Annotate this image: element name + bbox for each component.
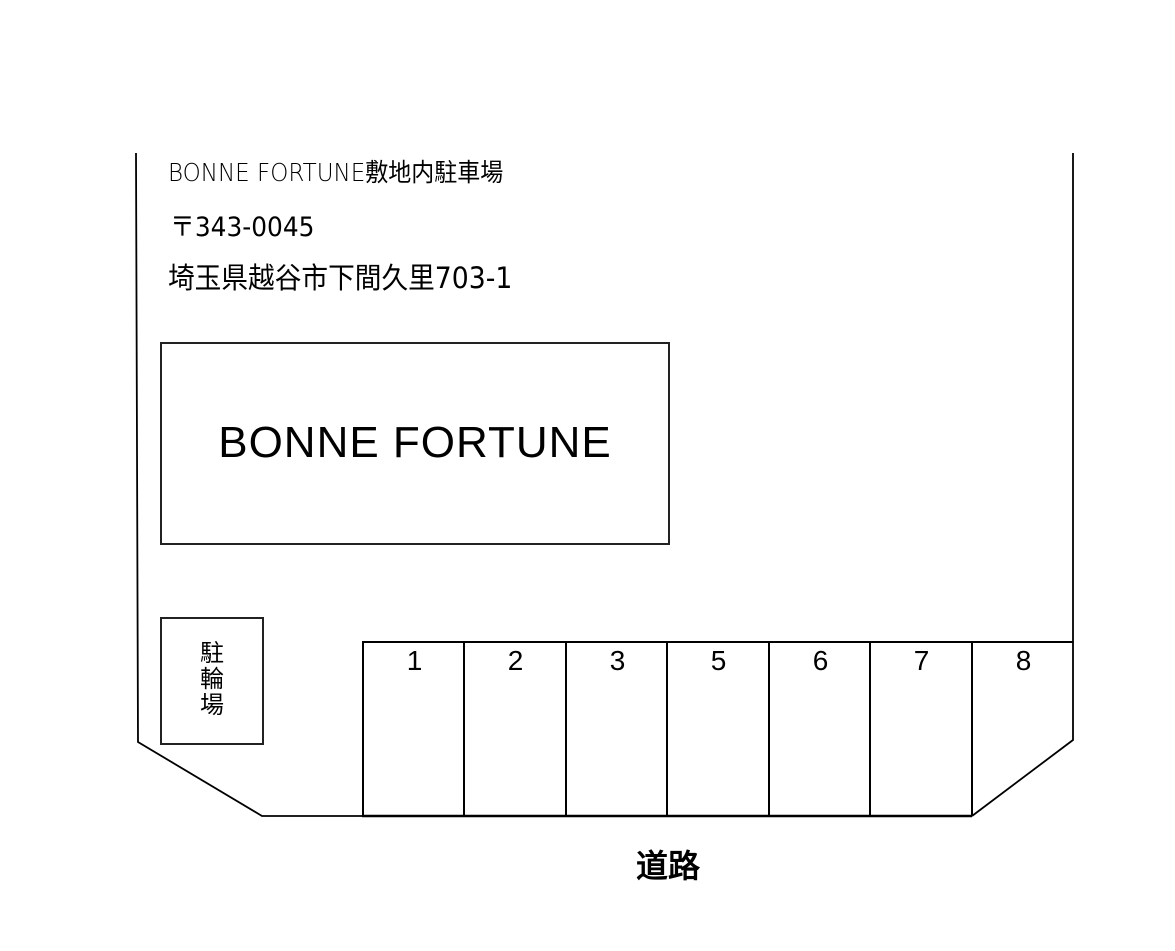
address: 埼玉県越谷市下間久里703-1 — [168, 261, 513, 295]
bicycle-parking-label-char: 駐 — [200, 639, 224, 667]
parking-stall-number: 2 — [507, 645, 524, 676]
parking-stall-number: 6 — [812, 645, 829, 676]
left-boundary-line — [135, 152, 362, 817]
parking-stall-number: 5 — [710, 645, 727, 676]
road-label: 道路 — [636, 847, 701, 885]
parking-stall-number: 7 — [913, 645, 930, 676]
parking-stall-number: 8 — [1015, 645, 1032, 676]
bicycle-parking-label-char: 場 — [200, 691, 224, 719]
right-boundary-line — [971, 153, 1074, 817]
postal-code: 〒343-0045 — [170, 212, 315, 243]
lot-title: BONNE FORTUNE敷地内駐車場 — [168, 158, 504, 187]
building-label: BONNE FORTUNE — [218, 417, 612, 467]
bicycle-parking-area: 駐 輪 場 — [160, 617, 264, 745]
building-block: BONNE FORTUNE — [160, 342, 670, 545]
parking-stall-number: 1 — [406, 645, 423, 676]
parking-stall-number: 3 — [609, 645, 626, 676]
bicycle-parking-label-char: 輪 — [200, 665, 224, 693]
